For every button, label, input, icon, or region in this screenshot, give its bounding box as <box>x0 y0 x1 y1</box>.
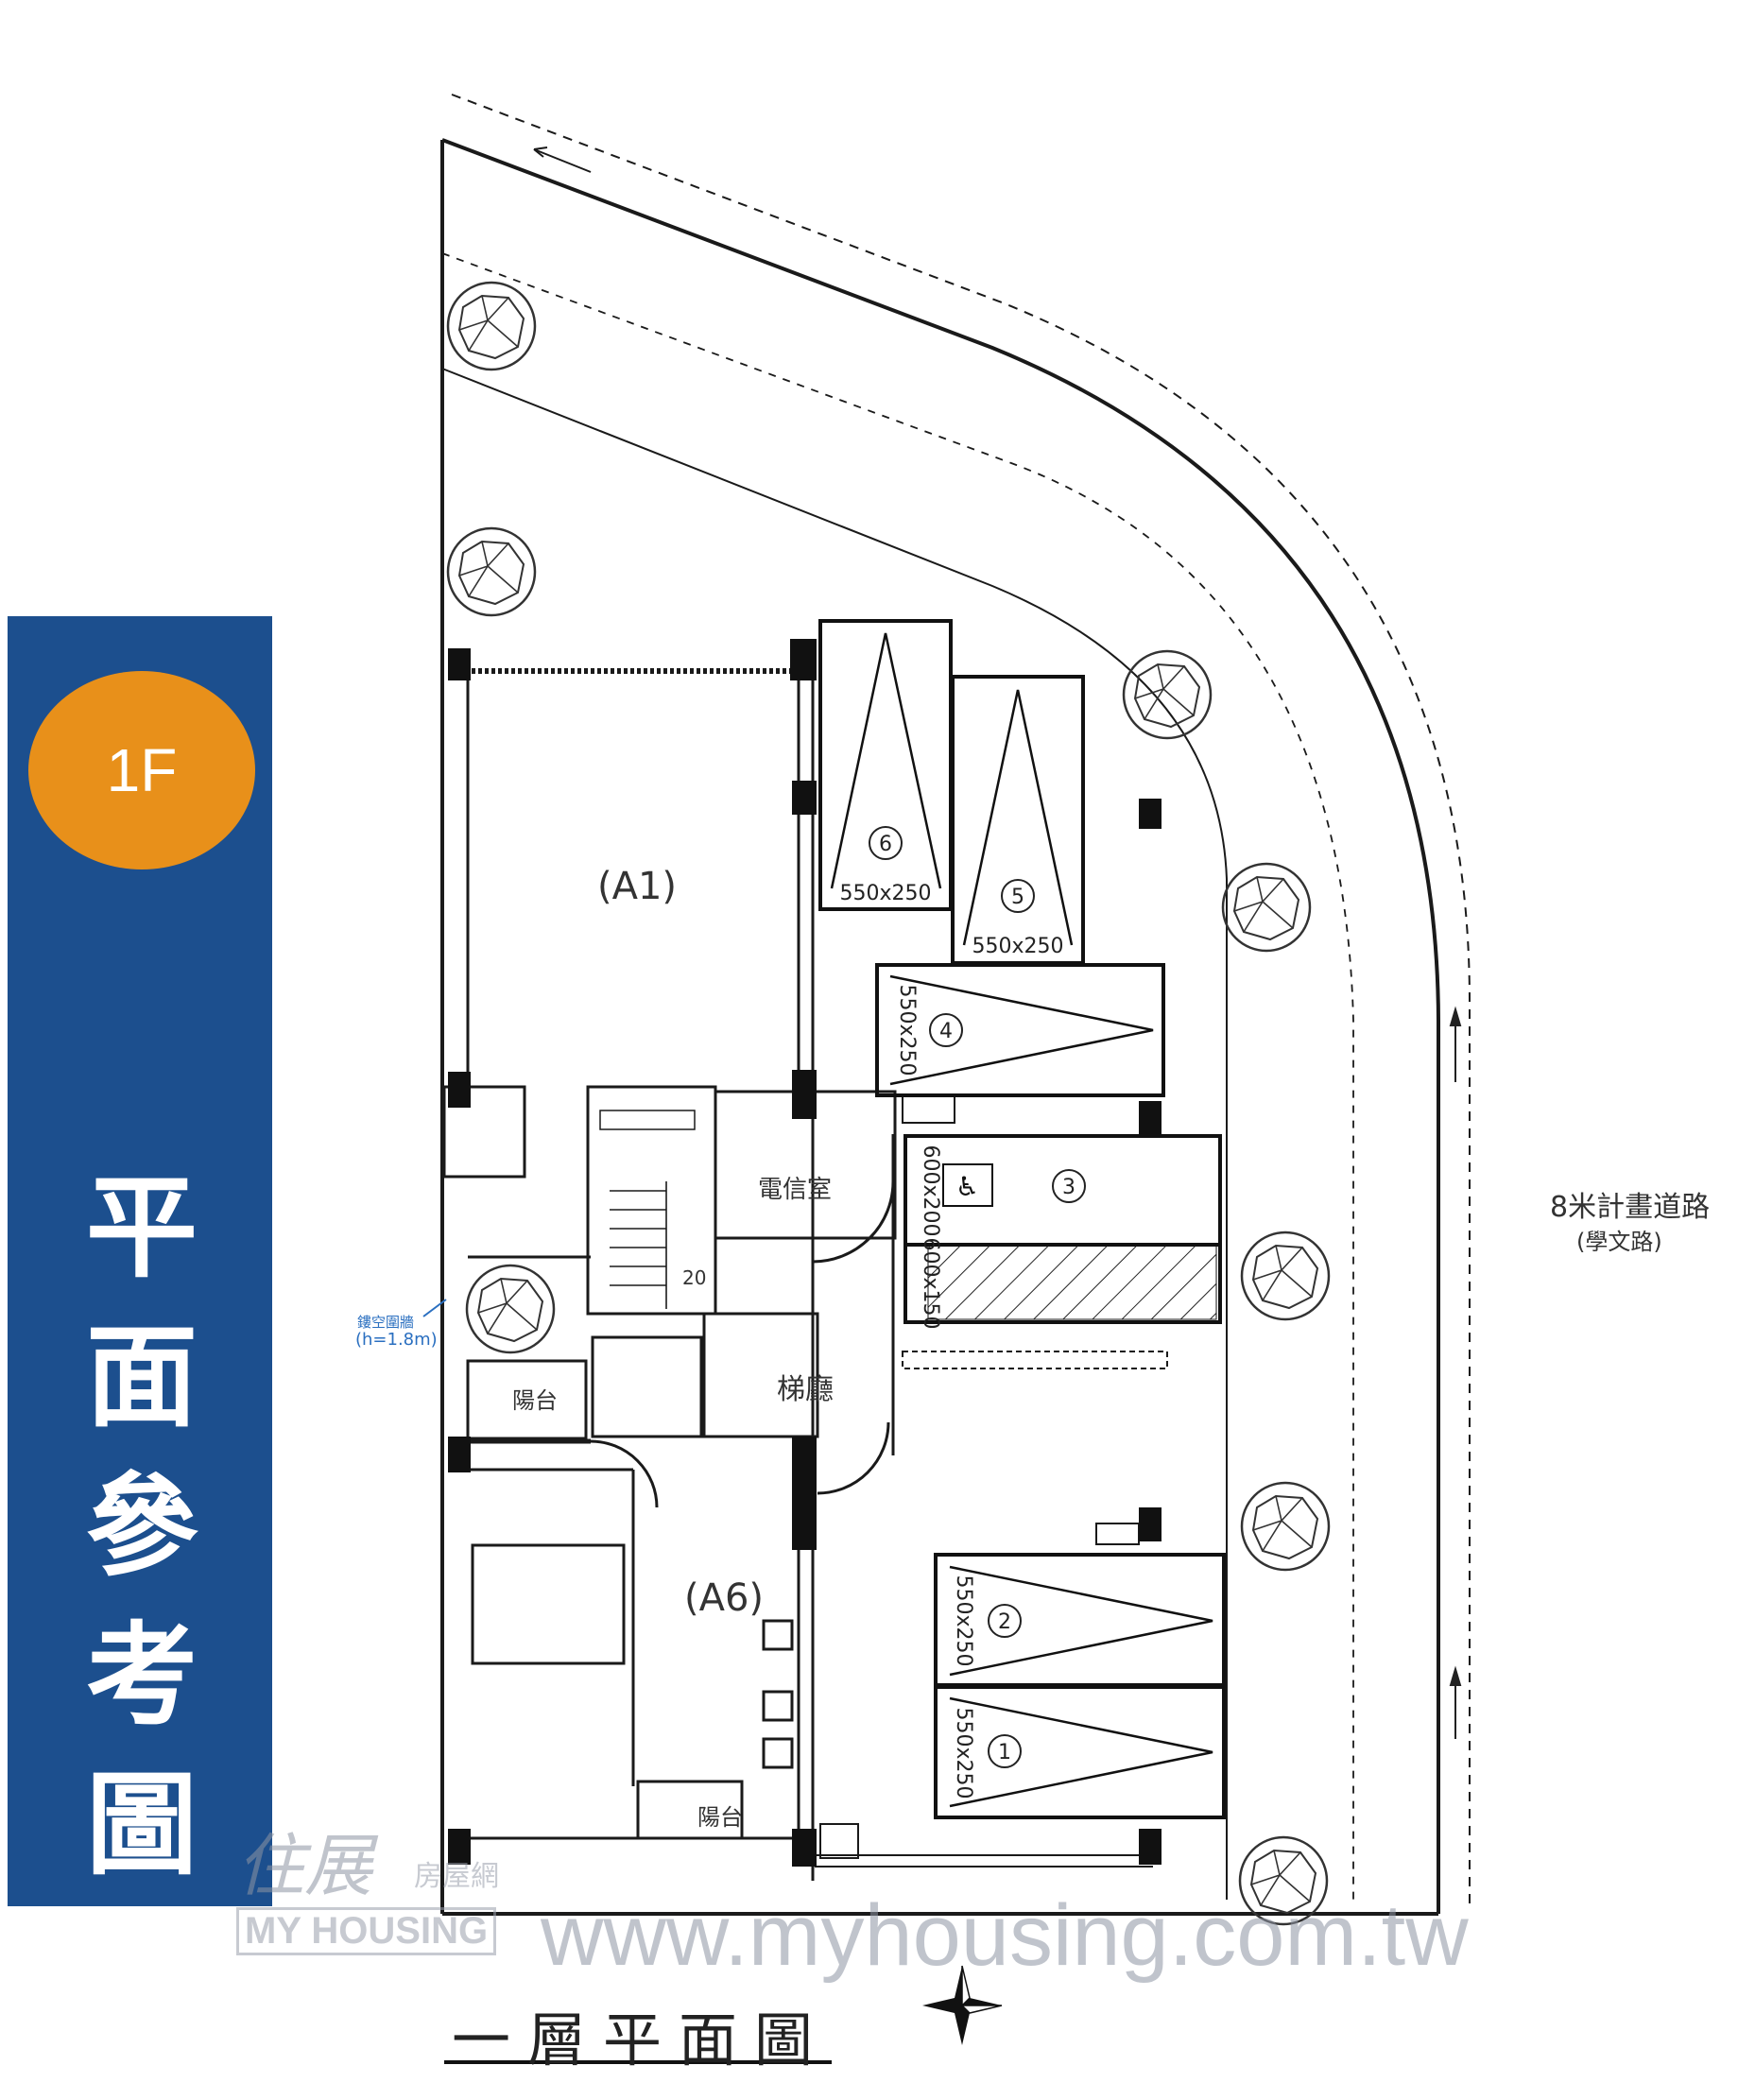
fence-note: 鏤空圍牆 <box>357 1314 415 1331</box>
stall-size: 600x150 <box>919 1237 942 1329</box>
tree-icon <box>1221 862 1312 953</box>
plan-caption: 一層平面圖 <box>452 2005 831 2074</box>
parking-stalls <box>818 619 1226 1819</box>
accessible-icon: ♿ <box>955 1171 979 1202</box>
watermark-logo-en: MY HOUSING <box>236 1907 497 1955</box>
watermark-logo-sub: 房屋網 <box>414 1860 499 1893</box>
building-walls <box>442 652 1168 1881</box>
stall-size: 600x200 <box>919 1145 942 1236</box>
room-label-balcony: 陽台 <box>697 1804 743 1831</box>
stall-number: 6 <box>879 833 892 856</box>
stall-number: 4 <box>939 1020 953 1043</box>
tree-icon <box>446 281 537 371</box>
stall-size: 550x250 <box>952 1575 975 1666</box>
stall-size: 550x250 <box>952 1707 975 1799</box>
room-label-lobby: 梯廳 <box>777 1373 834 1406</box>
title-char: 平 <box>85 1162 198 1293</box>
site-boundary <box>440 94 1471 1916</box>
unit-label-a6: (A6) <box>684 1576 765 1620</box>
road-name: (學文路) <box>1576 1229 1662 1255</box>
title-char: 考 <box>85 1610 198 1741</box>
stall-number-circles <box>869 826 1086 1768</box>
unit-label-a1: (A1) <box>597 865 678 908</box>
tree-icon <box>446 526 537 617</box>
tree-icon <box>465 1264 556 1354</box>
stall-size: 550x250 <box>839 882 931 905</box>
road-arrows <box>1449 1006 1462 1739</box>
room-label-balcony: 陽台 <box>512 1387 558 1414</box>
title-char: 圖 <box>85 1760 198 1890</box>
tree-icon <box>1122 649 1213 740</box>
fence-leader <box>422 1299 447 1317</box>
tree-icon <box>1240 1231 1331 1321</box>
title-char: 面 <box>85 1312 198 1442</box>
stall-number: 2 <box>998 1610 1011 1634</box>
watermark-logo: 住展 <box>236 1826 373 1905</box>
fence-height: (h=1.8m) <box>355 1330 438 1350</box>
stall-size: 550x250 <box>972 935 1063 958</box>
stall-number: 5 <box>1011 886 1024 909</box>
compass-icon <box>922 1965 1003 2045</box>
accessible-icon <box>942 1163 993 1207</box>
tree-icon <box>1240 1481 1331 1572</box>
road-label: 8米計畫道路 <box>1550 1191 1711 1224</box>
stair <box>610 1181 667 1309</box>
stall-size: 550x250 <box>895 984 919 1076</box>
sidebar-title: 平 面 參 考 圖 <box>28 1153 255 1900</box>
title-char: 參 <box>85 1461 198 1592</box>
watermark-url: www.myhousing.com.tw <box>541 1887 1469 1984</box>
room-label-telecom: 電信室 <box>758 1176 833 1204</box>
stair-note: 20 <box>682 1266 707 1289</box>
floor-badge: 1F <box>28 671 255 869</box>
columns <box>448 639 1162 1867</box>
stall-number: 3 <box>1062 1176 1075 1199</box>
stall-number: 1 <box>998 1741 1011 1764</box>
